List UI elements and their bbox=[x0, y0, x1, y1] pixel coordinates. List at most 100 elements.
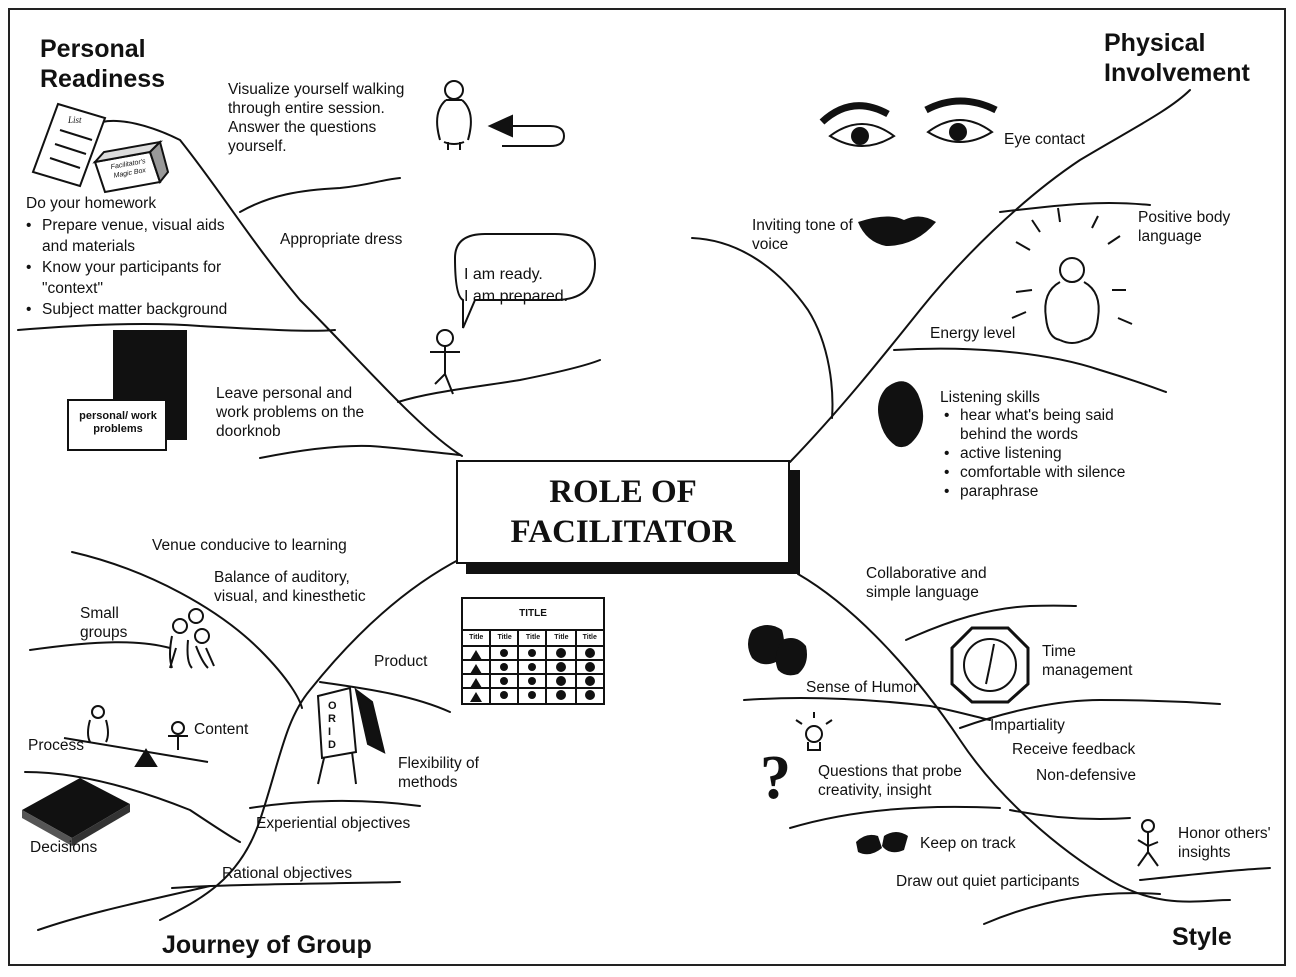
question-mark-icon: ? bbox=[760, 744, 791, 812]
flexibility-text: Flexibility of methods bbox=[398, 755, 479, 791]
lightbulb-icon bbox=[795, 712, 833, 751]
list-icon: List bbox=[31, 102, 107, 188]
heading-personal-readiness-line1: Personal bbox=[40, 35, 146, 63]
impartiality-text: Impartiality bbox=[990, 717, 1065, 734]
walking-person-icon bbox=[436, 80, 472, 150]
glowing-person-icon bbox=[1011, 207, 1133, 344]
title-table-icon bbox=[461, 597, 605, 705]
table-header-cell: Title bbox=[554, 634, 569, 641]
branch-line-personal-main bbox=[101, 119, 463, 457]
branch-line-product bbox=[319, 681, 451, 713]
problems-box-icon bbox=[67, 330, 187, 451]
branch-line-keep bbox=[1009, 809, 1131, 821]
branch-line-physical-main bbox=[789, 89, 1191, 463]
heading-style: Style bbox=[1172, 923, 1232, 951]
listening-item: paraphrase bbox=[944, 482, 1150, 501]
branch-line-questions bbox=[789, 805, 1001, 829]
clock-icon bbox=[950, 626, 1030, 704]
homework-item: Prepare venue, visual aids and materials bbox=[26, 215, 242, 257]
branch-line-energy bbox=[893, 347, 1167, 393]
experiential-text: Experiential objectives bbox=[256, 815, 411, 832]
branch-line-tone bbox=[691, 237, 834, 419]
branch-line-leave bbox=[259, 444, 461, 459]
eye-contact-text: Eye contact bbox=[1004, 131, 1085, 148]
venue-text: Venue conducive to learning bbox=[152, 537, 347, 554]
speech-line2: I am prepared. bbox=[464, 288, 569, 305]
product-text: Product bbox=[374, 653, 428, 670]
listening-list: hear what's being said behind the words … bbox=[938, 406, 1150, 501]
diagram-frame bbox=[8, 8, 1286, 966]
appropriate-dress-text: Appropriate dress bbox=[280, 231, 403, 248]
branch-line-body bbox=[999, 201, 1151, 213]
branch-line-small bbox=[29, 641, 171, 651]
humor-masks-icon bbox=[748, 625, 807, 676]
questions-text: Questions that probe creativity, insight bbox=[818, 763, 962, 799]
heading-journey-of-group: Journey of Group bbox=[162, 931, 372, 959]
listening-title: Listening skills bbox=[940, 389, 1040, 406]
branch-line-venue bbox=[71, 551, 303, 709]
collaborative-text: Collaborative and simple language bbox=[866, 565, 987, 601]
table-header-cell: Title bbox=[582, 634, 597, 641]
eyes-icon bbox=[819, 97, 998, 147]
feedback-text: Receive feedback bbox=[1012, 741, 1136, 758]
problems-card-text: personal/ work problems bbox=[79, 410, 157, 435]
branch-line-journey-tail bbox=[37, 885, 211, 931]
speech-line1: I am ready. bbox=[464, 266, 543, 283]
branch-line-visualize bbox=[239, 177, 401, 213]
homework-item: Subject matter background bbox=[26, 299, 272, 320]
homework-list: Prepare venue, visual aids and materials… bbox=[20, 215, 272, 320]
center-title-box: ROLE OF FACILITATOR bbox=[456, 460, 790, 564]
homework-title: Do your homework bbox=[26, 195, 157, 212]
table-header-cell: Title bbox=[469, 634, 484, 641]
speech-bubble bbox=[453, 233, 597, 329]
content-text: Content bbox=[194, 721, 249, 738]
branch-line-rational bbox=[171, 881, 401, 889]
draw-out-text: Draw out quiet participants bbox=[896, 873, 1080, 890]
hands-icon bbox=[856, 832, 908, 855]
branch-line-style-main bbox=[797, 573, 1231, 903]
branch-line-honor bbox=[1139, 867, 1271, 881]
honor-text: Honor others' insights bbox=[1178, 825, 1271, 861]
table-header-cell: Title bbox=[525, 634, 541, 641]
process-text: Process bbox=[28, 737, 84, 754]
leave-problems-text: Leave personal and work problems on the … bbox=[216, 385, 365, 440]
branch-line-humor bbox=[743, 697, 991, 721]
magic-box-icon bbox=[92, 140, 170, 194]
branch-line-homework bbox=[17, 322, 336, 332]
center-title-line1: ROLE OF bbox=[549, 474, 697, 510]
seesaw-icon bbox=[63, 705, 209, 767]
list-icon-text: List bbox=[67, 115, 82, 125]
branch-line-experiential bbox=[249, 799, 421, 809]
listening-item: hear what's being said behind the words bbox=[944, 406, 1150, 444]
table-title-text: TITLE bbox=[519, 608, 547, 619]
balance-text: Balance of auditory, visual, and kinesth… bbox=[214, 569, 366, 605]
visualize-text: Visualize yourself walking through entir… bbox=[228, 81, 405, 155]
listening-item: active listening bbox=[944, 444, 1150, 463]
table-header-cell: Title bbox=[497, 634, 512, 641]
time-management-text: Time management bbox=[1042, 643, 1133, 679]
table-header-row: Title Title Title Title Title bbox=[462, 632, 604, 644]
branch-line-process bbox=[24, 771, 241, 843]
orid-easel-icon bbox=[316, 686, 386, 785]
heading-physical-involvement: Physical Involvement bbox=[1104, 28, 1250, 88]
energy-text: Energy level bbox=[930, 325, 1016, 342]
branch-line-ready bbox=[397, 359, 601, 403]
orid-text: ORID bbox=[328, 700, 337, 751]
nondefensive-text: Non-defensive bbox=[1036, 767, 1136, 784]
branch-line-journey-main bbox=[159, 557, 463, 921]
body-language-text: Positive body language bbox=[1138, 209, 1231, 245]
lips-icon bbox=[858, 216, 936, 246]
listening-item: comfortable with silence bbox=[944, 463, 1150, 482]
small-groups-icon bbox=[169, 608, 215, 669]
ear-icon bbox=[878, 381, 924, 448]
return-arrow-icon bbox=[487, 114, 566, 147]
heading-personal-readiness-line2: Readiness bbox=[40, 65, 166, 93]
rational-text: Rational objectives bbox=[222, 865, 353, 882]
keep-track-text: Keep on track bbox=[920, 835, 1016, 852]
small-groups-text: Small groups bbox=[80, 605, 128, 641]
heading-personal-readiness: Personal Readiness bbox=[40, 34, 165, 94]
speech-bubble-text: I am ready. I am prepared. bbox=[464, 264, 568, 308]
heading-physical-involvement-line2: Involvement bbox=[1104, 59, 1250, 87]
humor-text: Sense of Humor bbox=[806, 679, 918, 696]
